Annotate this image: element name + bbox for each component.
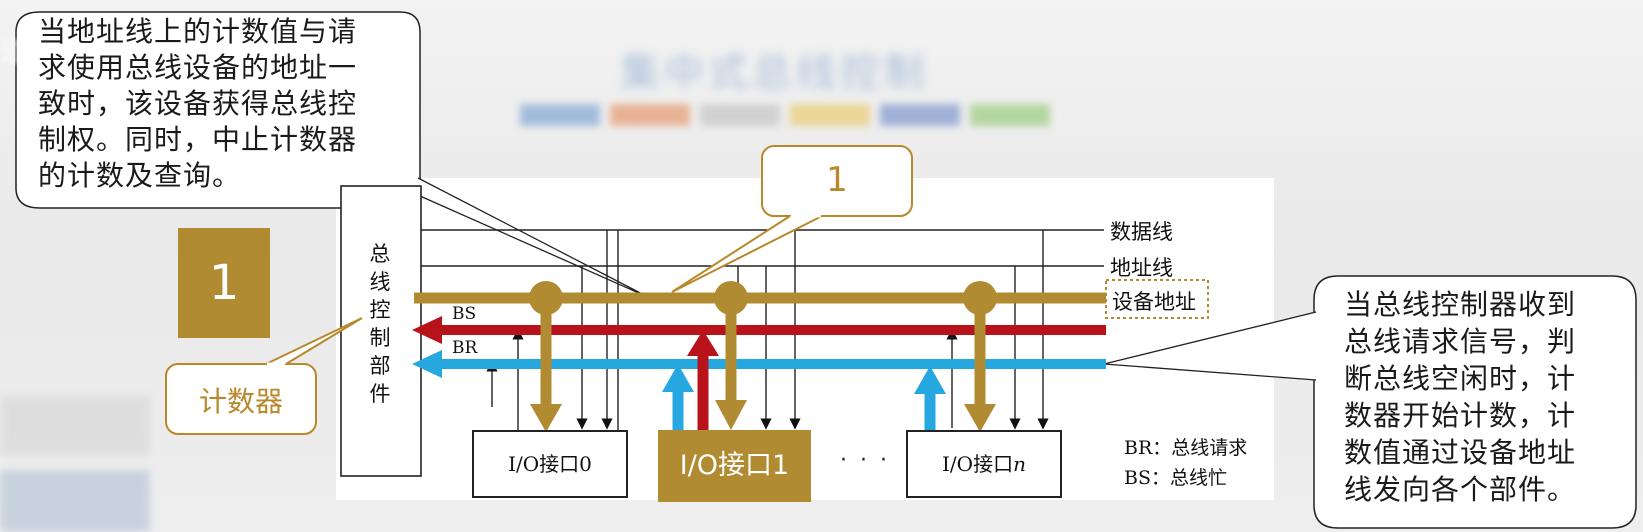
bs-label: BS (452, 304, 477, 324)
legend-br: BR：总线请求 (1124, 437, 1248, 459)
legend-bs: BS：总线忙 (1124, 467, 1227, 489)
br-label: BR (452, 338, 478, 358)
counter-callout-bubble (165, 363, 317, 435)
device-address-label: 设备地址 (1112, 290, 1196, 314)
device-address-dotted-box (1105, 279, 1209, 319)
right-callout-text: 当总线控制器收到 总线请求信号，判 断总线空闲时，计 数器开始计数，计 数值通过… (1344, 288, 1577, 506)
gold-callout-pointer (671, 215, 823, 293)
blurred-panel-1 (0, 396, 150, 456)
blurred-bar-5 (880, 104, 960, 126)
data-line-label: 数据线 (1110, 220, 1173, 244)
br-arrowhead (412, 350, 442, 378)
number-badge: 1 (178, 228, 270, 338)
io-interface-n-suffix: n (1013, 452, 1026, 476)
gold-tap-io0 (529, 281, 563, 432)
blurred-bar-6 (970, 104, 1050, 126)
counter-callout-pointer (265, 317, 363, 365)
blurred-bar-3 (700, 104, 780, 126)
right-callout-bubble (1313, 275, 1637, 529)
address-line-label: 地址线 (1110, 256, 1173, 280)
blurred-bar-2 (610, 104, 690, 126)
blurred-bar-4 (790, 104, 870, 126)
io1-bs-arrow (687, 330, 719, 430)
gold-callout-number: 1 (826, 160, 848, 200)
ion-br-arrow (914, 366, 946, 436)
gold-tap-io1 (714, 281, 748, 430)
io-interface-n-prefix: I/O接口 (942, 452, 1014, 476)
gold-callout-bubble (761, 145, 913, 217)
top-left-callout-text: 当地址线上的计数值与请 求使用总线设备的地址一 致时，该设备获得总线控 制权。同… (38, 15, 358, 192)
bs-arrowhead (412, 316, 442, 344)
ellipsis: · · · (840, 448, 890, 473)
gold-tap-ion (963, 281, 997, 432)
blurred-edge-text: 道协 (0, 35, 57, 68)
counter-callout-label: 计数器 (198, 385, 283, 418)
blurred-panel-2 (0, 470, 150, 532)
io-interface-n: I/O接口n (906, 430, 1062, 498)
top-left-callout-pointer (417, 177, 651, 299)
io-interface-1: I/O接口1 (658, 430, 811, 502)
io-interface-0: I/O接口0 (472, 430, 628, 498)
legend: BR：总线请求 BS：总线忙 (1124, 433, 1247, 493)
controller-label: 总 线 控 制 部 件 (369, 242, 391, 406)
blurred-slide-title: 集中式总线控制 (620, 50, 928, 96)
io1-br-arrow (662, 364, 694, 430)
right-callout-pointer (1103, 311, 1317, 381)
blurred-bar-1 (520, 104, 600, 126)
